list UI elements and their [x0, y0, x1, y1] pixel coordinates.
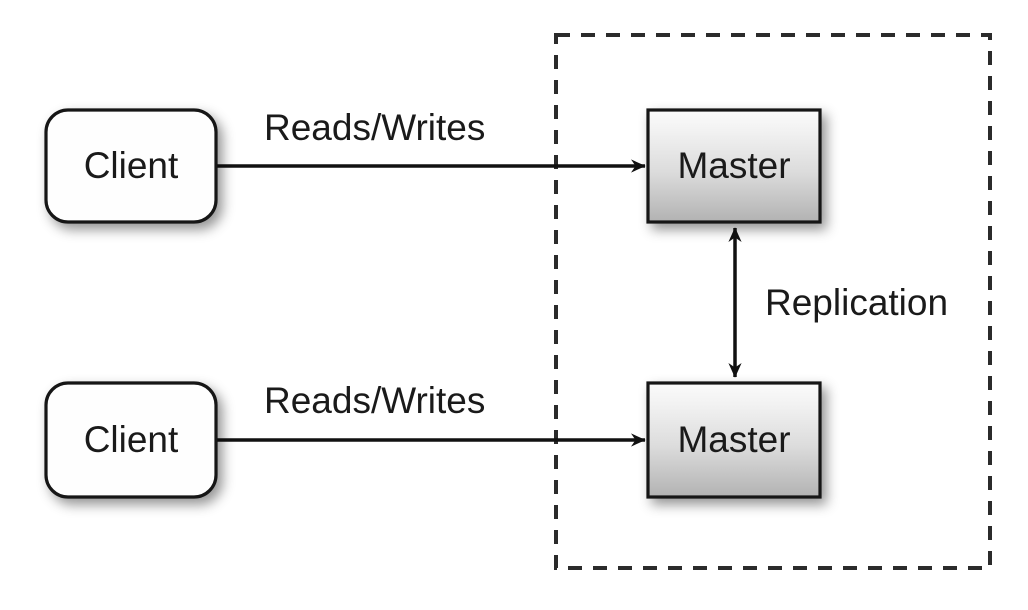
- node-master-top[interactable]: Master: [646, 108, 822, 224]
- master-bottom-shape: [646, 381, 822, 499]
- client-top-label: Client: [84, 145, 179, 186]
- master-top-label: Master: [677, 145, 790, 186]
- edge-label-reads-writes-top: Reads/Writes: [264, 107, 485, 148]
- node-client-top[interactable]: Client: [44, 108, 218, 224]
- client-bottom-label: Client: [84, 419, 179, 460]
- master-top-shape: [646, 108, 822, 224]
- client-top-shape: [44, 108, 218, 224]
- edge-label-replication: Replication: [765, 282, 948, 323]
- master-cluster-group-border: [554, 33, 992, 570]
- node-master-bottom[interactable]: Master: [646, 381, 822, 499]
- client-bottom-shape: [44, 381, 218, 499]
- node-client-bottom[interactable]: Client: [44, 381, 218, 499]
- master-bottom-label: Master: [677, 419, 790, 460]
- edge-label-reads-writes-bottom: Reads/Writes: [264, 380, 485, 421]
